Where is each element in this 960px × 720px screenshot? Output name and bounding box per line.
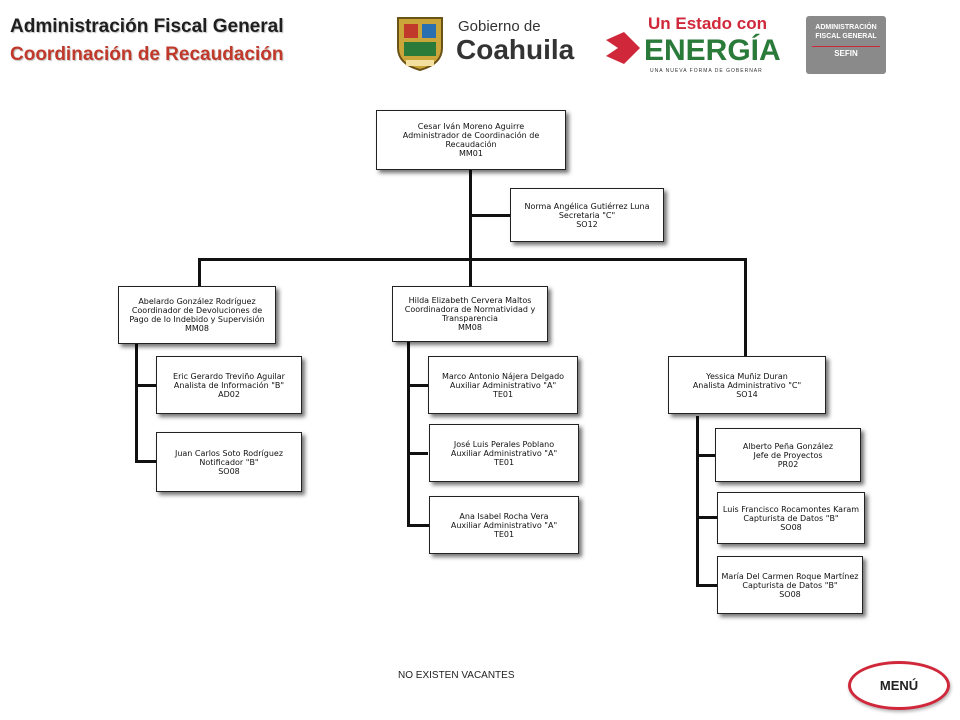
page-title: Administración Fiscal General	[10, 16, 284, 37]
connector	[407, 524, 429, 527]
connector	[471, 214, 511, 217]
afg-divider	[812, 46, 880, 47]
org-box-alberto: Alberto Peña González Jefe de Proyectos …	[715, 428, 861, 482]
org-box-yessica: Yessica Muñiz Duran Analista Administrat…	[668, 356, 826, 414]
org-box-eric: Eric Gerardo Treviño Aguilar Analista de…	[156, 356, 302, 414]
connector	[135, 384, 156, 387]
person-position: Auxiliar Administrativo "A"	[450, 520, 558, 530]
person-code: SO08	[779, 589, 801, 599]
afg-text1: ADMINISTRACIÓN	[815, 24, 877, 31]
org-box-marco: Marco Antonio Nájera Delgado Auxiliar Ad…	[428, 356, 578, 414]
energia-text-small: Un Estado con	[648, 14, 768, 33]
org-box-jose: José Luis Perales Poblano Auxiliar Admin…	[429, 424, 579, 482]
person-code: TE01	[493, 529, 515, 539]
person-code: MM08	[458, 323, 482, 332]
person-code: TE01	[492, 389, 514, 399]
org-box-maria: María Del Carmen Roque Martínez Capturis…	[717, 556, 863, 614]
afg-sefin-logo: ADMINISTRACIÓN FISCAL GENERAL SEFIN	[806, 16, 886, 74]
gobierno-coahuila-logo: Gobierno de Coahuila	[456, 18, 586, 74]
energia-tagline: UNA NUEVA FORMA DE GOBERNAR	[650, 68, 763, 74]
person-position: Auxiliar Administrativo "A"	[450, 448, 558, 458]
person-position: Notificador "B"	[199, 457, 259, 467]
person-position: Analista Administrativo "C"	[692, 380, 802, 390]
coahuila-text-large: Coahuila	[456, 34, 575, 65]
person-position: Analista de Información "B"	[173, 380, 285, 390]
person-name: Marco Antonio Nájera Delgado	[441, 371, 565, 381]
page-subtitle: Coordinación de Recaudación	[10, 44, 284, 65]
connector	[135, 344, 138, 462]
person-position: Capturista de Datos "B"	[743, 513, 839, 523]
person-position: Coordinadora de Normatividad y Transpare…	[404, 305, 536, 323]
connector	[696, 516, 717, 519]
connector	[696, 584, 717, 587]
org-box-juan: Juan Carlos Soto Rodríguez Notificador "…	[156, 432, 302, 492]
afg-text3: SEFIN	[834, 49, 858, 58]
connector	[198, 258, 746, 261]
connector	[469, 258, 472, 286]
energia-logo: Un Estado con ENERGÍA UNA NUEVA FORMA DE…	[604, 14, 790, 76]
person-name: Yessica Muñiz Duran	[706, 371, 788, 381]
person-name: Alberto Peña González	[742, 441, 834, 451]
afg-text2: FISCAL GENERAL	[815, 33, 877, 40]
person-name: Hilda Elizabeth Cervera Maltos	[408, 296, 532, 305]
energia-arrow-icon	[606, 32, 640, 64]
energia-text-large: ENERGÍA	[644, 34, 781, 67]
person-position: Capturista de Datos "B"	[742, 580, 838, 590]
person-name: José Luis Perales Poblano	[453, 439, 555, 449]
menu-button[interactable]: MENÚ	[848, 661, 950, 710]
coahuila-text-small: Gobierno de	[458, 18, 541, 35]
person-name: Juan Carlos Soto Rodríguez	[174, 448, 284, 458]
person-code: SO14	[736, 389, 758, 399]
vacancies-note: NO EXISTEN VACANTES	[398, 670, 515, 681]
connector	[135, 460, 156, 463]
connector	[469, 170, 472, 260]
connector	[407, 452, 428, 455]
org-box-ana: Ana Isabel Rocha Vera Auxiliar Administr…	[429, 496, 579, 554]
connector	[744, 258, 747, 356]
person-name: María Del Carmen Roque Martínez	[721, 571, 859, 581]
person-position: Administrador de Coordinación de Recauda…	[402, 131, 540, 149]
connector	[198, 258, 201, 286]
person-code: TE01	[493, 457, 515, 467]
person-code: SO12	[576, 219, 598, 229]
person-name: Eric Gerardo Treviño Aguilar	[173, 371, 285, 381]
person-code: SO08	[780, 522, 802, 532]
org-box-secretary: Norma Angélica Gutiérrez Luna Secretaria…	[510, 188, 664, 242]
connector	[407, 384, 428, 387]
person-position: Jefe de Proyectos	[753, 450, 823, 460]
person-position: Coordinador de Devoluciones de Pago de l…	[129, 306, 265, 324]
coahuila-seal-logo	[392, 14, 448, 72]
connector	[696, 416, 699, 586]
person-code: AD02	[218, 389, 240, 399]
connector	[696, 454, 715, 457]
org-box-abelardo: Abelardo González Rodríguez Coordinador …	[118, 286, 276, 344]
org-box-hilda: Hilda Elizabeth Cervera Maltos Coordinad…	[392, 286, 548, 342]
org-box-root: Cesar Iván Moreno Aguirre Administrador …	[376, 110, 566, 170]
person-code: MM08	[185, 324, 209, 333]
connector	[407, 342, 410, 526]
person-name: Abelardo González Rodríguez	[138, 297, 256, 306]
person-code: SO08	[218, 466, 240, 476]
person-position: Secretaria "C"	[558, 210, 616, 220]
person-code: PR02	[777, 459, 799, 469]
org-box-luis: Luis Francisco Rocamontes Karam Capturis…	[717, 492, 865, 544]
person-position: Auxiliar Administrativo "A"	[449, 380, 557, 390]
person-name: Luis Francisco Rocamontes Karam	[722, 504, 860, 514]
person-name: Ana Isabel Rocha Vera	[459, 511, 549, 521]
person-name: Cesar Iván Moreno Aguirre	[417, 122, 525, 131]
person-name: Norma Angélica Gutiérrez Luna	[524, 201, 650, 211]
person-code: MM01	[459, 149, 483, 158]
